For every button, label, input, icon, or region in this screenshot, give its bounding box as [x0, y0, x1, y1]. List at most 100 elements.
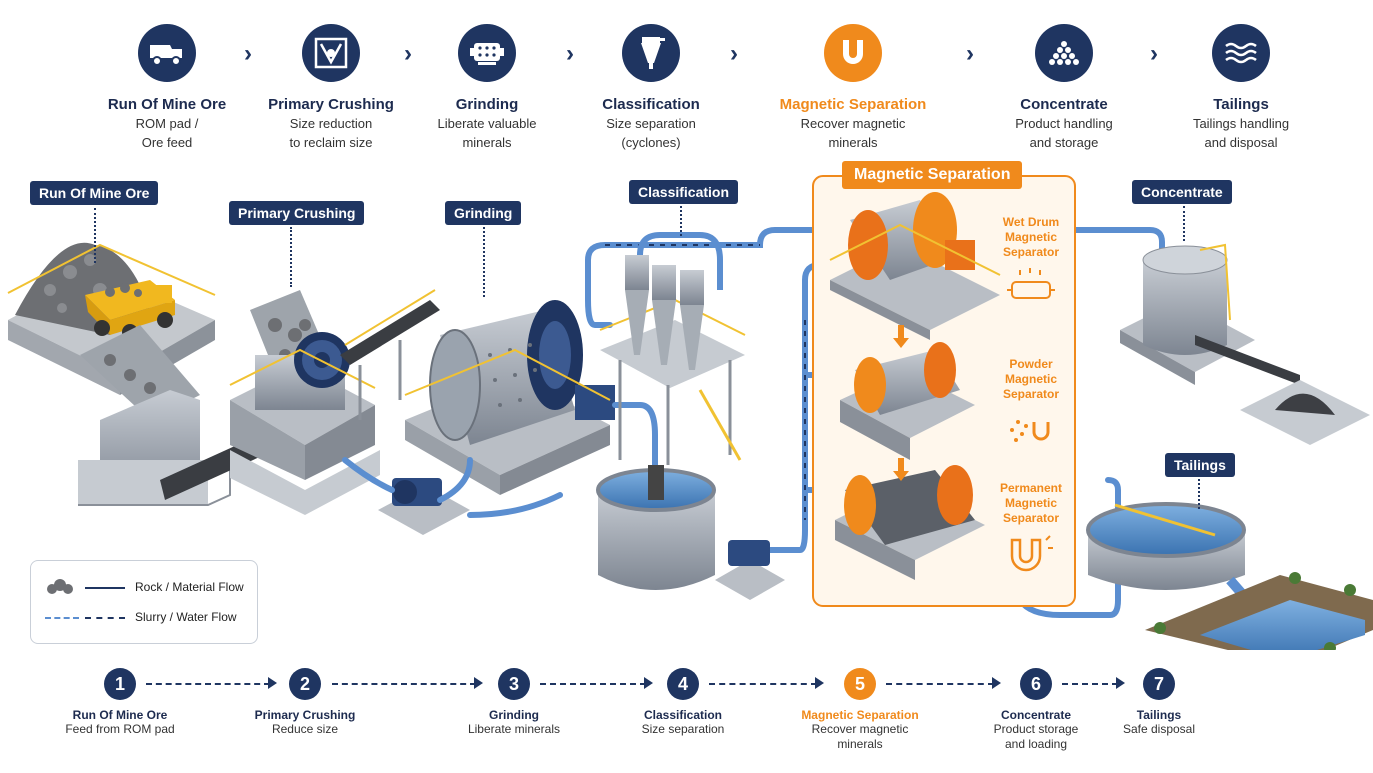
powder-separator: [840, 342, 975, 460]
top-step-title: Run Of Mine Ore: [107, 96, 227, 113]
tag-grinding: Grinding: [445, 201, 522, 225]
cyclone: [625, 255, 649, 355]
step-number: 6: [1020, 668, 1052, 700]
leader-line: [1183, 206, 1185, 241]
tailings-pond: [1145, 572, 1373, 650]
top-step-desc: ROM pad /: [135, 116, 199, 131]
bottom-step-title: Tailings: [1136, 708, 1182, 722]
tag-tailings: Tailings: [1165, 453, 1235, 477]
top-step-title: Classification: [602, 96, 700, 113]
top-step-desc: Recover magnetic: [800, 116, 906, 131]
top-step-desc: Ore feed: [141, 135, 193, 150]
flow-connector: [709, 683, 817, 685]
slurry-flow-line: [85, 617, 125, 619]
flow-connector: [146, 683, 270, 685]
top-step-title: Tailings: [1213, 96, 1269, 113]
top-step-desc: minerals: [828, 135, 878, 150]
conveyor-belt: [340, 289, 440, 420]
top-step-concentrate: Concentrate Product handling and storage: [979, 20, 1149, 151]
top-step-magnetic-separation: Magnetic Separation Recover magnetic min…: [768, 20, 938, 151]
step-number: 5: [844, 668, 876, 700]
arrow-right-icon: [815, 677, 824, 689]
chevron-right-icon: ›: [244, 40, 252, 67]
top-step-title: Concentrate: [1020, 96, 1108, 113]
transfer-pump: [715, 540, 785, 600]
separator-label-wet-drum: Wet Drum Magnetic Separator: [991, 215, 1071, 260]
label-line: Magnetic: [1004, 372, 1057, 386]
top-step-desc: and storage: [1029, 135, 1099, 150]
label-line: Separator: [1002, 387, 1060, 401]
leader-line: [1198, 479, 1200, 509]
bottom-step-3: 3 Grinding Liberate minerals: [444, 668, 584, 737]
top-step-title: Grinding: [455, 96, 519, 113]
cyclone: [680, 270, 704, 370]
tag-classification: Classification: [629, 180, 739, 204]
label-line: Separator: [1002, 245, 1060, 259]
top-step-desc: (cyclones): [621, 135, 681, 150]
top-step-desc: Tailings handling: [1192, 116, 1290, 131]
ball-mill: [404, 300, 615, 495]
bottom-step-title: Primary Crushing: [254, 708, 356, 722]
bottom-step-7: 7 Tailings Safe disposal: [1089, 668, 1229, 737]
cyclone: [652, 265, 676, 365]
legend-slurry-label: Slurry / Water Flow: [135, 610, 237, 624]
bottom-step-4: 4 Classification Size separation: [613, 668, 753, 737]
dump-truck: [85, 280, 175, 340]
waves-icon: [1212, 24, 1270, 82]
label-line: Wet Drum: [1002, 215, 1060, 229]
bottom-step-title: Magnetic Separation: [801, 708, 919, 722]
bottom-step-5: 5 Magnetic Separation Recover magnetic m…: [790, 668, 930, 752]
bottom-step-desc: Liberate minerals: [467, 722, 561, 736]
top-step-desc: to reclaim size: [289, 135, 373, 150]
chevron-right-icon: ›: [730, 40, 738, 67]
powder-magnet-icon: [1010, 420, 1050, 442]
magnet-icon: [824, 24, 882, 82]
bottom-step-desc: Size separation: [641, 722, 725, 736]
top-step-desc: Size separation: [606, 116, 696, 131]
water-flow-line: [45, 617, 79, 619]
bottom-step-desc: Product storage: [993, 722, 1079, 736]
hydrocyclone-cluster: [599, 232, 746, 465]
process-arrow: [893, 325, 909, 481]
concentrate-silo: [1120, 243, 1370, 445]
drum-separator-icon: [1007, 268, 1055, 299]
permanent-separator: [835, 465, 985, 580]
chevron-right-icon: ›: [404, 40, 412, 67]
top-step-tailings: Tailings Tailings handling and disposal: [1156, 20, 1326, 151]
label-line: Permanent: [999, 481, 1063, 495]
legend-rock-label: Rock / Material Flow: [135, 580, 244, 594]
flow-connector: [540, 683, 646, 685]
label-line: Magnetic: [1004, 230, 1057, 244]
jaw-crusher: [229, 290, 380, 515]
bottom-step-desc: and loading: [1004, 737, 1068, 751]
step-number: 2: [289, 668, 321, 700]
crusher-icon: [302, 24, 360, 82]
step-number: 7: [1143, 668, 1175, 700]
bottom-step-title: Classification: [643, 708, 723, 722]
step-number: 1: [104, 668, 136, 700]
chevron-right-icon: ›: [566, 40, 574, 67]
bottom-step-desc: Reduce size: [271, 722, 339, 736]
tag-crushing: Primary Crushing: [229, 201, 365, 225]
stockpile-icon: [1035, 24, 1093, 82]
top-step-rom: Run Of Mine Ore ROM pad / Ore feed: [82, 20, 252, 151]
top-step-classification: Classification Size separation (cyclones…: [566, 20, 736, 151]
wet-drum-separator: [829, 192, 1001, 340]
top-step-desc: Liberate valuable: [437, 116, 537, 131]
bottom-step-6: 6 Concentrate Product storage and loadin…: [966, 668, 1106, 752]
bottom-step-1: 1 Run Of Mine Ore Feed from ROM pad: [50, 668, 190, 737]
step-number: 4: [667, 668, 699, 700]
plant-illustration: [7, 175, 1373, 650]
bottom-step-desc: Feed from ROM pad: [65, 722, 175, 736]
label-line: Powder: [1009, 357, 1053, 371]
label-line: Separator: [1002, 511, 1060, 525]
bottom-step-2: 2 Primary Crushing Reduce size: [235, 668, 375, 737]
rock-icon: [47, 579, 73, 594]
arrow-right-icon: [992, 677, 1001, 689]
water-flow-lines: [605, 244, 806, 520]
arrow-right-icon: [268, 677, 277, 689]
flow-connector: [886, 683, 994, 685]
leader-line: [290, 227, 292, 287]
cyclone-icon: [622, 24, 680, 82]
bottom-step-title: Run Of Mine Ore: [72, 708, 168, 722]
